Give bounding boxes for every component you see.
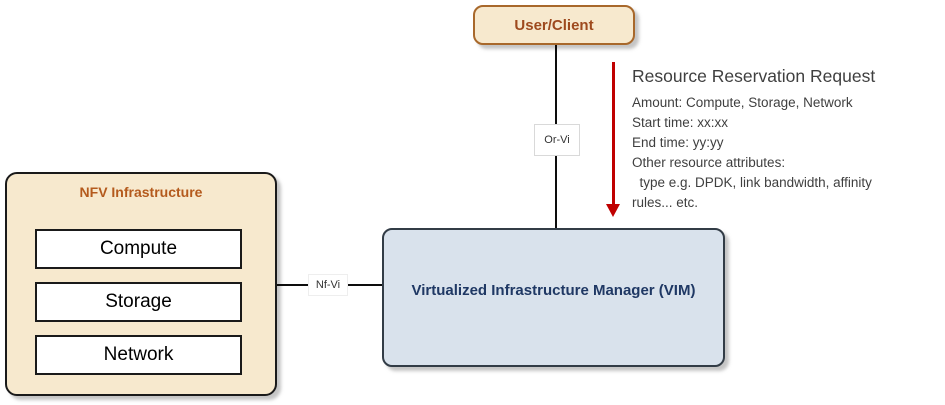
user-client-box: User/Client xyxy=(473,5,635,45)
annotation-line-amount: Amount: Compute, Storage, Network xyxy=(632,95,853,110)
nf-vi-link-label: Nf-Vi xyxy=(308,274,348,296)
annotation-line-other-attributes: Other resource attributes: xyxy=(632,155,786,170)
network-box: Network xyxy=(35,335,242,375)
compute-label: Compute xyxy=(99,238,178,259)
nfv-infrastructure-title: NFV Infrastructure xyxy=(79,184,203,200)
or-vi-link-label: Or-Vi xyxy=(534,124,580,156)
vim-label: Virtualized Infrastructure Manager (VIM) xyxy=(411,282,696,299)
annotation-line-type: type e.g. DPDK, link bandwidth, affinity xyxy=(632,175,872,190)
nf-vi-label-text: Nf-Vi xyxy=(315,279,341,291)
annotation-line-start-time: Start time: xx:xx xyxy=(632,115,729,130)
annotation-title: Resource Reservation Request xyxy=(632,66,876,86)
or-vi-label-text: Or-Vi xyxy=(544,134,570,146)
resource-request-annotation: Resource Reservation Request Amount: Com… xyxy=(632,66,944,213)
network-label: Network xyxy=(103,344,174,365)
user-client-label: User/Client xyxy=(514,16,594,34)
resource-request-arrow-icon xyxy=(612,62,615,204)
annotation-line-end-time: End time: yy:yy xyxy=(632,135,724,150)
annotation-line-rules: rules... etc. xyxy=(632,195,699,210)
storage-label: Storage xyxy=(105,291,172,312)
compute-box: Compute xyxy=(35,229,242,269)
vim-box: Virtualized Infrastructure Manager (VIM) xyxy=(382,228,725,367)
nfv-infrastructure-box: NFV Infrastructure Compute Storage Netwo… xyxy=(5,172,277,396)
storage-box: Storage xyxy=(35,282,242,322)
resource-request-arrowhead-icon xyxy=(606,204,620,217)
